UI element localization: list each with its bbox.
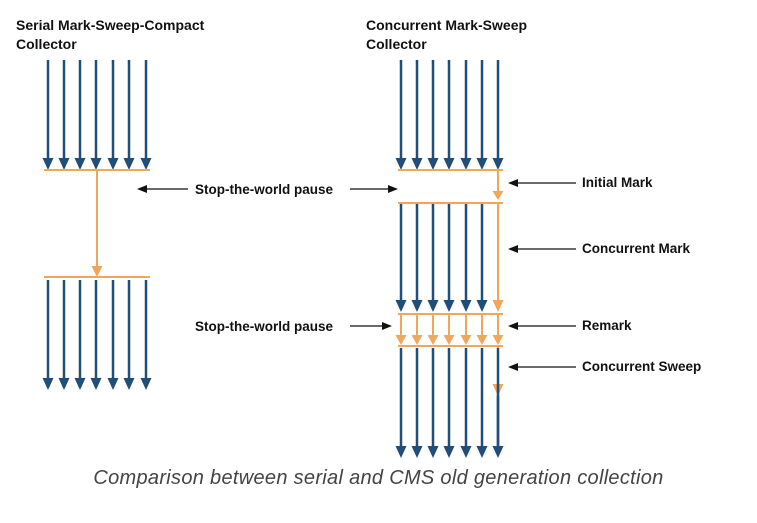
- serial-top-thread-arrow-5-head: [123, 158, 135, 170]
- cms-mid-thread-arrow-3-head: [443, 300, 455, 312]
- cms-top-thread-arrow-5-head: [476, 158, 488, 170]
- stw-pointer-to-cms-head: [388, 185, 398, 193]
- cms-bottom-thread-arrow-6-head: [492, 446, 504, 458]
- cms-mid-thread-arrow-2-head: [427, 300, 439, 312]
- cms-remark-thread-arrow-4-head: [460, 335, 472, 345]
- cms-bottom-thread-arrow-4-head: [460, 446, 472, 458]
- cms-mid-thread-arrow-4-head: [460, 300, 472, 312]
- cms-remark-thread-arrow-2-head: [427, 335, 439, 345]
- cms-title-line1: Concurrent Mark-Sweep: [366, 17, 528, 33]
- serial-top-thread-arrow-1-head: [58, 158, 70, 170]
- figure-caption: Comparison between serial and CMS old ge…: [93, 467, 664, 489]
- concurrent-mark-label: Concurrent Mark: [582, 241, 691, 256]
- serial-top-thread-arrow-3-head: [90, 158, 102, 170]
- cms-collector-title: Concurrent Mark-Sweep Collector: [366, 16, 527, 54]
- serial-bottom-thread-arrow-6-head: [140, 378, 152, 390]
- cms-title-line2: Collector: [366, 36, 427, 52]
- serial-bottom-thread-arrow-0-head: [42, 378, 54, 390]
- concurrent-mark-pointer-head: [508, 245, 518, 253]
- cms-remark-thread-arrow-3-head: [443, 335, 455, 345]
- serial-gc-thread-arrow-head: [91, 266, 103, 277]
- cms-top-thread-arrow-4-head: [460, 158, 472, 170]
- serial-bottom-thread-arrow-4-head: [107, 378, 119, 390]
- cms-bottom-thread-arrow-5-head: [476, 446, 488, 458]
- initial-mark-pointer-head: [508, 179, 518, 187]
- cms-mid-thread-arrow-1-head: [411, 300, 423, 312]
- initial-mark-label: Initial Mark: [582, 175, 653, 190]
- cms-top-thread-arrow-2-head: [427, 158, 439, 170]
- remark-pointer-head: [508, 322, 518, 330]
- serial-bottom-thread-arrow-2-head: [74, 378, 86, 390]
- cms-bottom-thread-arrow-1-head: [411, 446, 423, 458]
- serial-bottom-thread-arrow-5-head: [123, 378, 135, 390]
- stw-pointer-to-serial-head: [137, 185, 147, 193]
- stw-pause-label-bottom: Stop-the-world pause: [195, 319, 333, 334]
- remark-label: Remark: [582, 318, 632, 333]
- cms-remark-thread-arrow-5-head: [476, 335, 488, 345]
- cms-bottom-thread-arrow-0-head: [395, 446, 407, 458]
- cms-top-thread-arrow-1-head: [411, 158, 423, 170]
- serial-top-thread-arrow-0-head: [42, 158, 54, 170]
- cms-mid-thread-arrow-5-head: [476, 300, 488, 312]
- cms-top-thread-arrow-3-head: [443, 158, 455, 170]
- serial-bottom-thread-arrow-1-head: [58, 378, 70, 390]
- serial-title-line1: Serial Mark-Sweep-Compact: [16, 17, 205, 33]
- cms-remark-thread-arrow-1-head: [411, 335, 423, 345]
- cms-remark-thread-arrow-6-head: [492, 335, 504, 345]
- cms-top-thread-arrow-0-head: [395, 158, 407, 170]
- stw-pause-label-top: Stop-the-world pause: [195, 182, 333, 197]
- cms-top-thread-arrow-6-head: [492, 158, 504, 170]
- serial-bottom-thread-arrow-3-head: [90, 378, 102, 390]
- cms-initial-mark-arrow-head: [492, 191, 504, 200]
- concurrent-sweep-label: Concurrent Sweep: [582, 359, 702, 374]
- cms-bottom-thread-arrow-2-head: [427, 446, 439, 458]
- serial-top-thread-arrow-2-head: [74, 158, 86, 170]
- serial-title-line2: Collector: [16, 36, 77, 52]
- stw-pointer-to-remark-head: [382, 322, 392, 330]
- cms-remark-thread-arrow-0-head: [395, 335, 407, 345]
- cms-mid-thread-arrow-0-head: [395, 300, 407, 312]
- cms-bottom-thread-arrow-3-head: [443, 446, 455, 458]
- cms-concurrent-mark-arrow-head: [492, 300, 504, 312]
- concurrent-sweep-pointer-head: [508, 363, 518, 371]
- serial-collector-title: Serial Mark-Sweep-Compact Collector: [16, 16, 204, 54]
- serial-top-thread-arrow-4-head: [107, 158, 119, 170]
- serial-top-thread-arrow-6-head: [140, 158, 152, 170]
